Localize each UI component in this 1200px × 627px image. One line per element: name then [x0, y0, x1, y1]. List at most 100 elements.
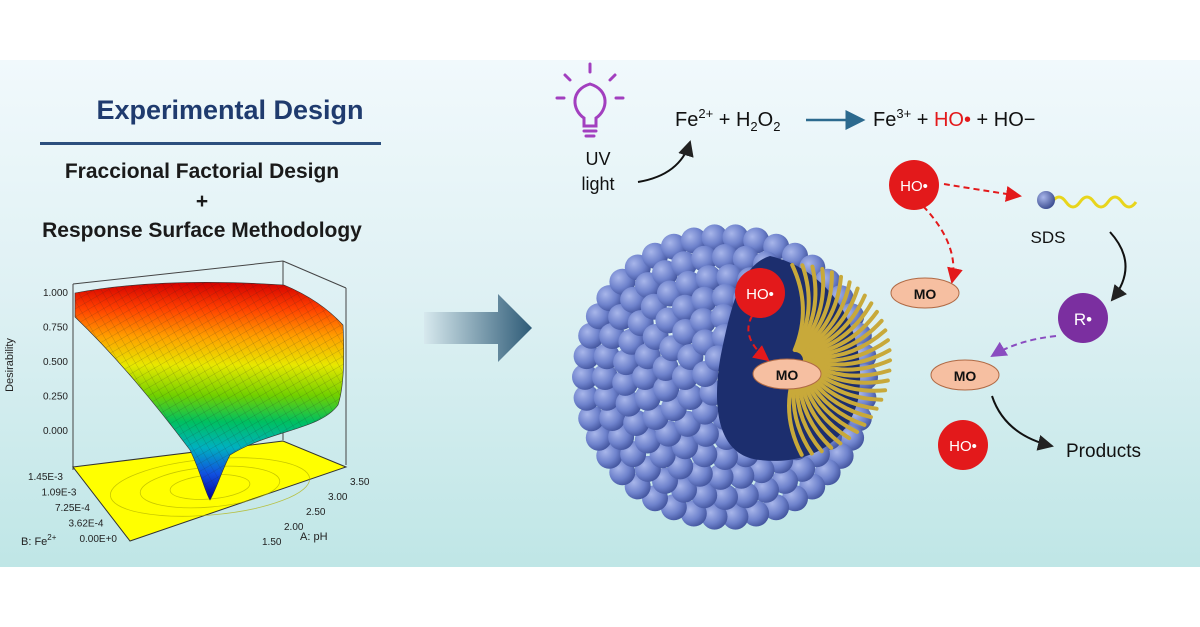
svg-text:R•: R•: [1074, 310, 1092, 329]
mo-molecule-left: MO: [752, 358, 822, 390]
micelle-sphere: [701, 503, 728, 530]
micelle-sphere: [716, 264, 743, 291]
b-tick-label: 3.62E-4: [68, 519, 103, 530]
ho-radical-bottom: HO•: [938, 420, 988, 470]
ho-radical-top: HO•: [889, 160, 939, 210]
title: Experimental Design: [96, 95, 364, 125]
micelle-sphere: [732, 482, 759, 509]
a-tick-label: 2.50: [306, 507, 326, 518]
a-axis-label: A: pH: [300, 531, 328, 543]
micelle-sphere: [732, 245, 759, 272]
micelle-sphere: [592, 364, 618, 390]
z-tick-label: 0.500: [43, 357, 68, 368]
z-ticks: 1.000 0.750 0.500 0.250 0.000: [43, 288, 68, 437]
svg-text:HO•: HO•: [949, 438, 977, 455]
arrow-ho-to-sds: [943, 183, 1022, 202]
r-radical: R•: [1058, 293, 1108, 343]
b-tick-label: 7.25E-4: [55, 503, 90, 514]
arrow-ho-to-mo-top: [922, 205, 963, 284]
design-line-2: Response Surface Methodology: [42, 219, 362, 242]
z-axis-label: Desirability: [4, 338, 16, 392]
micelle-sphere: [691, 245, 718, 272]
b-tick-label: 1.45E-3: [28, 472, 63, 483]
micelle-sphere: [701, 224, 728, 251]
design-line-1: Fraccional Factorial Design: [64, 160, 340, 183]
z-tick-label: 1.000: [43, 288, 68, 299]
plot-frame: [72, 260, 347, 470]
z-tick-label: 0.000: [43, 426, 68, 437]
micelle-sphere: [613, 349, 640, 376]
a-tick-label: 3.00: [328, 492, 348, 503]
a-tick-label: 3.50: [350, 477, 370, 488]
reaction-equation-left: Fe2+ + H2O2: [675, 106, 780, 134]
arrow-mo-to-products: [991, 395, 1054, 451]
arrow-r-to-mo: [990, 335, 1057, 358]
b-tick-label: 0.00E+0: [79, 534, 117, 545]
plus-sign: +: [195, 190, 209, 213]
z-tick-label: 0.250: [43, 392, 68, 403]
svg-text:MO: MO: [954, 368, 977, 384]
micelle-sphere: [652, 355, 679, 381]
micelle-sphere: [677, 384, 704, 410]
micelle-sphere: [672, 364, 698, 390]
micelle-sphere: [593, 384, 620, 411]
reaction-equation-right: Fe3+ + HO• + HO−: [873, 106, 1035, 131]
micelle-sphere: [695, 265, 722, 292]
micelle-sphere: [690, 308, 717, 335]
svg-text:HO•: HO•: [746, 286, 774, 303]
micelle-sphere: [612, 369, 639, 396]
micelle-sphere: [691, 286, 718, 313]
uv-label-1: UV: [585, 149, 610, 169]
products-label: Products: [1066, 441, 1141, 462]
arrow-sds-to-r: [1109, 231, 1127, 302]
title-rule: [40, 142, 381, 145]
micelle-sphere: [712, 284, 738, 310]
svg-text:MO: MO: [914, 286, 937, 302]
a-ticks: 3.503.002.502.001.50: [262, 477, 370, 548]
micelle-sphere: [653, 375, 680, 402]
micelle-sphere: [578, 405, 605, 432]
micelle-sphere: [632, 364, 658, 390]
z-tick-label: 0.750: [43, 323, 68, 334]
micelle-sphere: [578, 322, 605, 349]
svg-text:MO: MO: [776, 367, 799, 383]
micelle-sphere: [728, 462, 755, 489]
surface-plot: 1.000 0.750 0.500 0.250 0.000 Desirability 1…: [4, 260, 370, 548]
micelle-sphere: [722, 503, 749, 530]
micelle-sphere: [722, 224, 749, 251]
flow-arrow: [424, 294, 532, 362]
a-tick-label: 2.00: [284, 522, 304, 533]
sds-molecule: [1037, 191, 1138, 209]
arrow-ho-to-mo-left: [747, 315, 770, 362]
uv-label-2: light: [581, 174, 614, 194]
micelle-sphere: [712, 484, 738, 510]
mo-molecule-top: MO: [890, 277, 960, 309]
micelle-sphere: [671, 251, 697, 278]
micelle-sphere: [712, 244, 738, 270]
micelle-sphere: [686, 460, 713, 487]
micelle-sphere: [675, 270, 702, 297]
ho-radical-left: HO•: [735, 268, 785, 318]
surface-mesh: [75, 282, 344, 500]
a-tick-label: 1.50: [262, 537, 282, 548]
micelle: [572, 224, 892, 530]
svg-text:HO•: HO•: [900, 178, 928, 195]
reaction-scheme: UV light Fe2+ + H2O2 Fe3+ + HO• + HO− SD…: [555, 62, 1141, 530]
sds-label: SDS: [1031, 228, 1066, 247]
micelle-sphere: [585, 424, 612, 451]
uv-arrow: [637, 140, 694, 183]
micelle-sphere: [573, 384, 600, 411]
micelle-sphere: [748, 457, 775, 484]
micelle-sphere: [691, 482, 718, 509]
micelle-sphere: [712, 444, 738, 470]
light-bulb-icon: [555, 62, 625, 138]
micelle-sphere: [573, 343, 600, 370]
micelle-sphere: [753, 476, 779, 503]
micelle-sphere: [572, 363, 598, 390]
micelle-sphere: [707, 463, 734, 490]
b-tick-label: 1.09E-3: [41, 488, 76, 499]
b-axis-label: B: Fe2+: [21, 533, 57, 548]
b-ticks: 1.45E-3 1.09E-3 7.25E-4 3.62E-4 0.00E+0: [28, 472, 117, 545]
mo-molecule-right: MO: [930, 359, 1000, 391]
